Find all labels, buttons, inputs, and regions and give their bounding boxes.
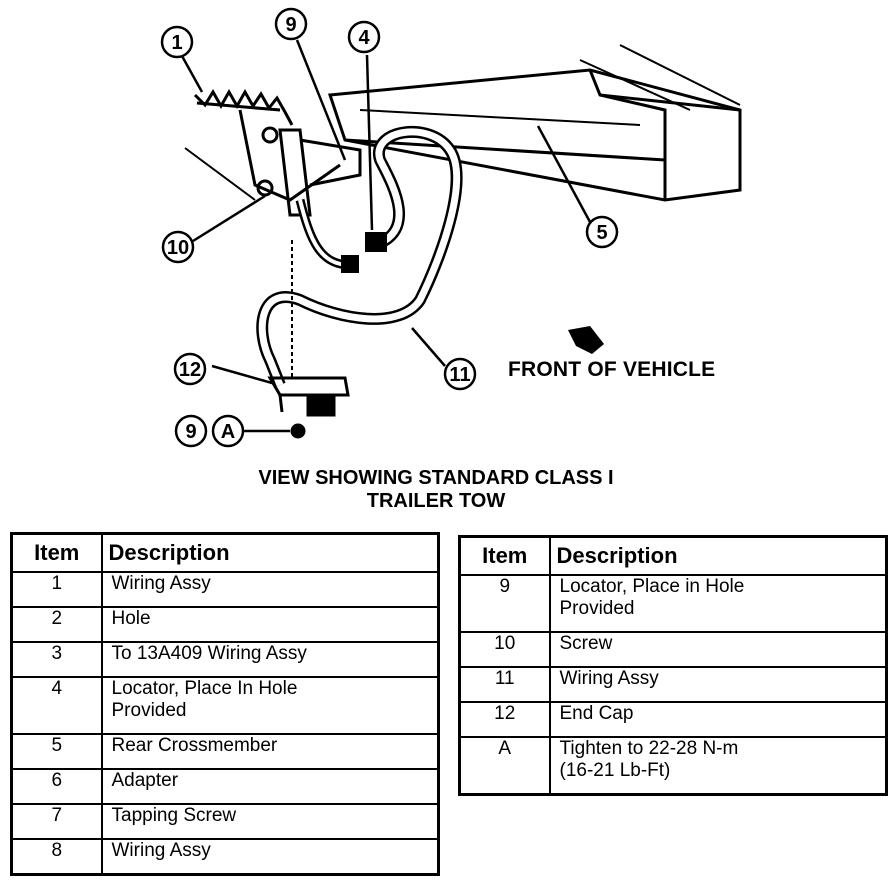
- item-cell: 3: [10, 641, 103, 678]
- callout-leaders: [180, 39, 592, 433]
- description-cell: Wiring Assy: [100, 838, 440, 875]
- description-cell: To 13A409 Wiring Assy: [100, 641, 440, 678]
- parts-table-left: Item Description 1 Wiring Assy 2 Hole 3 …: [10, 532, 440, 876]
- item-cell: 2: [10, 606, 103, 643]
- item-column-header: Item: [458, 535, 551, 576]
- description-column-header: Description: [548, 535, 888, 576]
- item-cell: 11: [458, 666, 551, 703]
- item-cell: 12: [458, 701, 551, 738]
- description-cell: Wiring Assy: [548, 666, 888, 703]
- description-cell: End Cap: [548, 701, 888, 738]
- table-row: 6 Adapter: [10, 768, 440, 805]
- item-cell: 4: [10, 676, 103, 735]
- item-cell: 1: [10, 571, 103, 608]
- callout-4: 4: [358, 27, 370, 49]
- table-row: 2 Hole: [10, 606, 440, 643]
- callout-1: 1: [171, 32, 182, 54]
- table-row: 8 Wiring Assy: [10, 838, 440, 875]
- callout-9: 9: [285, 14, 296, 36]
- table-row: 12 End Cap: [458, 701, 888, 738]
- parts-table-right: Item Description 9 Locator, Place in Hol…: [458, 535, 888, 796]
- item-cell: 10: [458, 631, 551, 668]
- callout-circles: [160, 7, 619, 448]
- trailer-tow-illustration: 1 9 4 5 10 11 12 9 A: [160, 7, 742, 448]
- view-title-line-1: VIEW SHOWING STANDARD CLASS I: [258, 467, 614, 489]
- description-cell: Rear Crossmember: [100, 733, 440, 770]
- description-column-header: Description: [100, 532, 440, 573]
- table-row: 10 Screw: [458, 631, 888, 668]
- view-title-line-2: TRAILER TOW: [366, 490, 506, 512]
- front-of-vehicle-label: FRONT OF VEHICLE: [508, 358, 716, 381]
- callout-a: A: [221, 421, 235, 443]
- description-cell: Adapter: [100, 768, 440, 805]
- description-cell: Wiring Assy: [100, 571, 440, 608]
- item-cell: 8: [10, 838, 103, 875]
- description-cell: Screw: [548, 631, 888, 668]
- callout-11: 11: [449, 364, 470, 386]
- callout-labels: 1 9 4 5 10 11 12 9 A: [167, 14, 608, 443]
- table-row: 7 Tapping Screw: [10, 803, 440, 840]
- coiled-lead-drawing: [193, 88, 294, 126]
- callout-9-lower: 9: [185, 421, 196, 443]
- item-cell: 7: [10, 803, 103, 840]
- table-row: A Tighten to 22-28 N-m(16-21 Lb-Ft): [458, 736, 888, 795]
- bracket-drawing: [256, 126, 362, 217]
- callout-12: 12: [179, 359, 201, 381]
- table-row: 3 To 13A409 Wiring Assy: [10, 641, 440, 678]
- callout-10: 10: [167, 237, 189, 259]
- wiring-harness-drawing: [256, 125, 463, 388]
- description-cell: Tapping Screw: [100, 803, 440, 840]
- table-header-row: Item Description: [10, 532, 440, 573]
- item-cell: 5: [10, 733, 103, 770]
- description-cell: Tighten to 22-28 N-m(16-21 Lb-Ft): [548, 736, 888, 795]
- view-title: VIEW SHOWING STANDARD CLASS I TRAILER TO…: [0, 467, 872, 513]
- front-of-vehicle-arrow: [568, 326, 604, 354]
- description-cell: Hole: [100, 606, 440, 643]
- item-cell: 9: [458, 574, 551, 633]
- table-row: 11 Wiring Assy: [458, 666, 888, 703]
- table-row: 1 Wiring Assy: [10, 571, 440, 608]
- item-cell: 6: [10, 768, 103, 805]
- table-header-row: Item Description: [458, 535, 888, 576]
- item-column-header: Item: [10, 532, 103, 573]
- rear-crossmember-drawing: [184, 44, 742, 202]
- end-cap-drawing: [267, 240, 350, 439]
- item-cell: A: [458, 736, 551, 795]
- table-row: 5 Rear Crossmember: [10, 733, 440, 770]
- callout-5: 5: [596, 222, 607, 244]
